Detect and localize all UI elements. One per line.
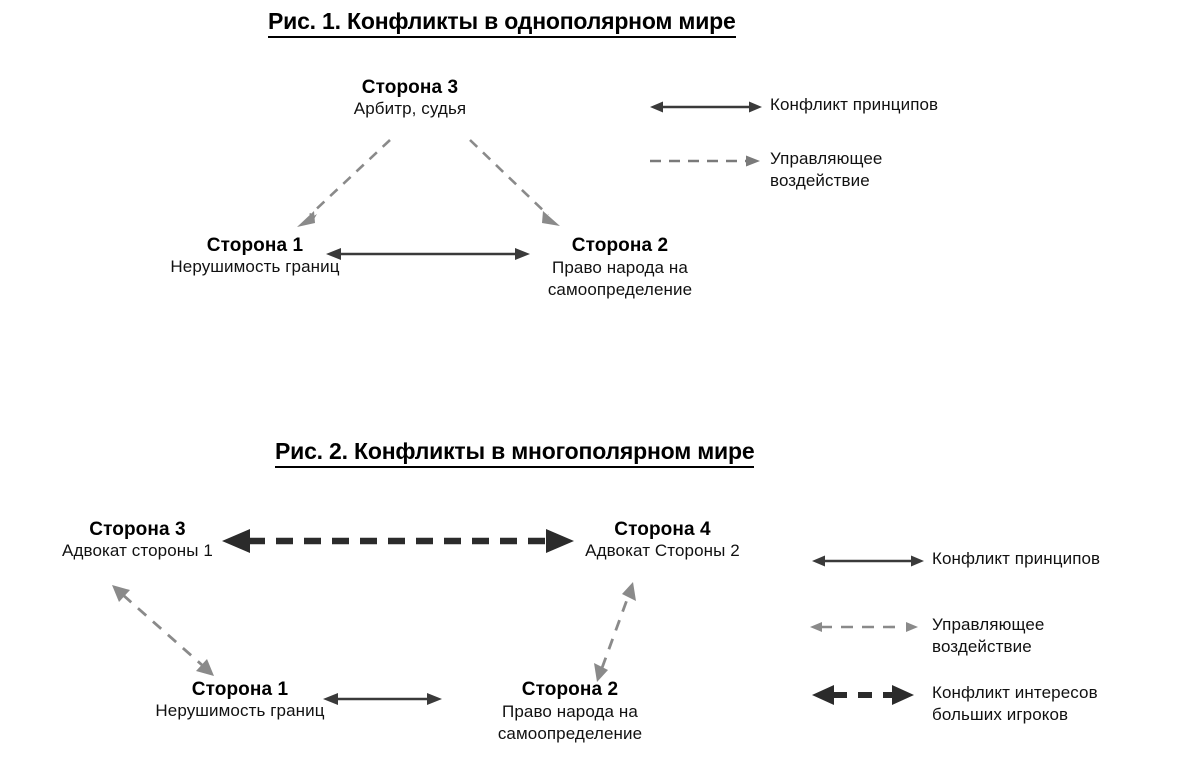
fig2-node-side-4-subtitle: Адвокат Стороны 2	[545, 541, 780, 562]
fig2-node-side-4: Сторона 4 Адвокат Стороны 2	[545, 518, 780, 562]
fig2-node-side-3-subtitle-line1: Адвокат стороны 1	[62, 541, 213, 561]
fig2-node-side-4-title: Сторона 4	[614, 519, 711, 540]
fig1-arrow-side3-to-side2	[469, 139, 560, 226]
fig2-node-side-1-subtitle-line1: Нерушимость границ	[155, 701, 325, 721]
fig1-node-side-3-subtitle: Арбитр, судья	[300, 99, 520, 120]
fig1-node-side-3: Сторона 3 Арбитр, судья	[300, 76, 520, 120]
thick-dashed-double-arrow-icon	[808, 682, 928, 708]
fig1-legend-label-controlling-influence: Управляющее воздействие	[766, 148, 882, 192]
fig2-legend-label-conflict-of-principles: Конфликт принципов	[928, 548, 1100, 570]
fig2-arrow-side2-to-side4	[594, 582, 636, 682]
figure-2-title: Рис. 2. Конфликты в многополярном мире	[275, 438, 755, 469]
fig2-node-side-3-title: Сторона 3	[89, 519, 186, 540]
fig1-node-side-2: Сторона 2 Право народа на самоопределени…	[500, 234, 740, 301]
figure-1-title: Рис. 1. Конфликты в однополярном мире	[268, 8, 736, 39]
fig2-node-side-1-title: Сторона 1	[191, 679, 289, 700]
fig1-node-side-3-title: Сторона 3	[361, 77, 459, 98]
dashed-single-arrow-icon	[646, 148, 766, 174]
fig1-legend-label-0-line1: Конфликт принципов	[770, 95, 939, 114]
fig1-legend-label-1-line2: воздействие	[770, 170, 870, 190]
fig2-legend-label-1-line2: воздействие	[932, 636, 1032, 656]
fig1-legend-label-conflict-of-principles: Конфликт принципов	[766, 94, 938, 116]
fig1-node-side-1-title: Сторона 1	[206, 235, 304, 256]
fig2-legend-item-conflict-of-principles: Конфликт принципов	[808, 548, 1100, 574]
solid-double-arrow-icon	[646, 94, 766, 120]
fig2-node-side-4-subtitle-line1: Адвокат Стороны 2	[585, 541, 740, 561]
fig1-node-side-2-subtitle: Право народа на самоопределение	[500, 257, 740, 301]
fig2-node-side-1-subtitle: Нерушимость границ	[110, 701, 370, 722]
fig1-node-side-2-subtitle-line1: Право народа на	[552, 258, 688, 278]
fig2-node-side-3: Сторона 3 Адвокат стороны 1	[20, 518, 255, 562]
fig2-node-side-2-subtitle-line2: самоопределение	[497, 724, 643, 744]
fig2-legend-label-controlling-influence: Управляющее воздействие	[928, 614, 1044, 658]
fig1-node-side-2-title: Сторона 2	[571, 235, 669, 256]
fig1-node-side-2-subtitle-line2: самоопределение	[547, 280, 693, 300]
fig2-legend-label-1-line1: Управляющее	[932, 615, 1045, 634]
fig2-legend-label-2-line2: больших игроков	[932, 704, 1069, 724]
fig2-node-side-2-subtitle-line1: Право народа на	[502, 702, 638, 722]
fig1-node-side-1-subtitle-line1: Нерушимость границ	[170, 257, 340, 277]
fig1-arrow-side3-to-side1	[297, 139, 391, 227]
fig2-node-side-2: Сторона 2 Право народа на самоопределени…	[440, 678, 700, 745]
fig2-node-side-2-subtitle: Право народа на самоопределение	[440, 701, 700, 745]
fig1-node-side-1-subtitle: Нерушимость границ	[130, 257, 380, 278]
fig2-arrow-side3-to-side4	[222, 529, 574, 553]
fig1-legend-label-1-line1: Управляющее	[770, 149, 883, 168]
dashed-double-arrow-icon	[808, 614, 928, 640]
fig2-legend-label-conflict-of-big-players-interests: Конфликт интересов больших игроков	[928, 682, 1098, 726]
fig2-legend-item-controlling-influence: Управляющее воздействие	[808, 614, 1044, 658]
fig2-node-side-1: Сторона 1 Нерушимость границ	[110, 678, 370, 722]
fig2-legend-label-2-line1: Конфликт интересов	[932, 683, 1098, 702]
solid-double-arrow-icon	[808, 548, 928, 574]
fig2-node-side-2-title: Сторона 2	[521, 679, 619, 700]
fig2-node-side-3-subtitle: Адвокат стороны 1	[20, 541, 255, 562]
fig1-legend-item-conflict-of-principles: Конфликт принципов	[646, 94, 938, 120]
fig1-legend-item-controlling-influence: Управляющее воздействие	[646, 148, 882, 192]
fig2-legend-item-conflict-of-big-players-interests: Конфликт интересов больших игроков	[808, 682, 1098, 726]
fig2-arrow-side3-to-side1	[112, 585, 214, 676]
fig1-node-side-1: Сторона 1 Нерушимость границ	[130, 234, 380, 278]
fig1-node-side-3-subtitle-line1: Арбитр, судья	[353, 99, 467, 119]
fig2-legend-label-0-line1: Конфликт принципов	[932, 549, 1101, 568]
